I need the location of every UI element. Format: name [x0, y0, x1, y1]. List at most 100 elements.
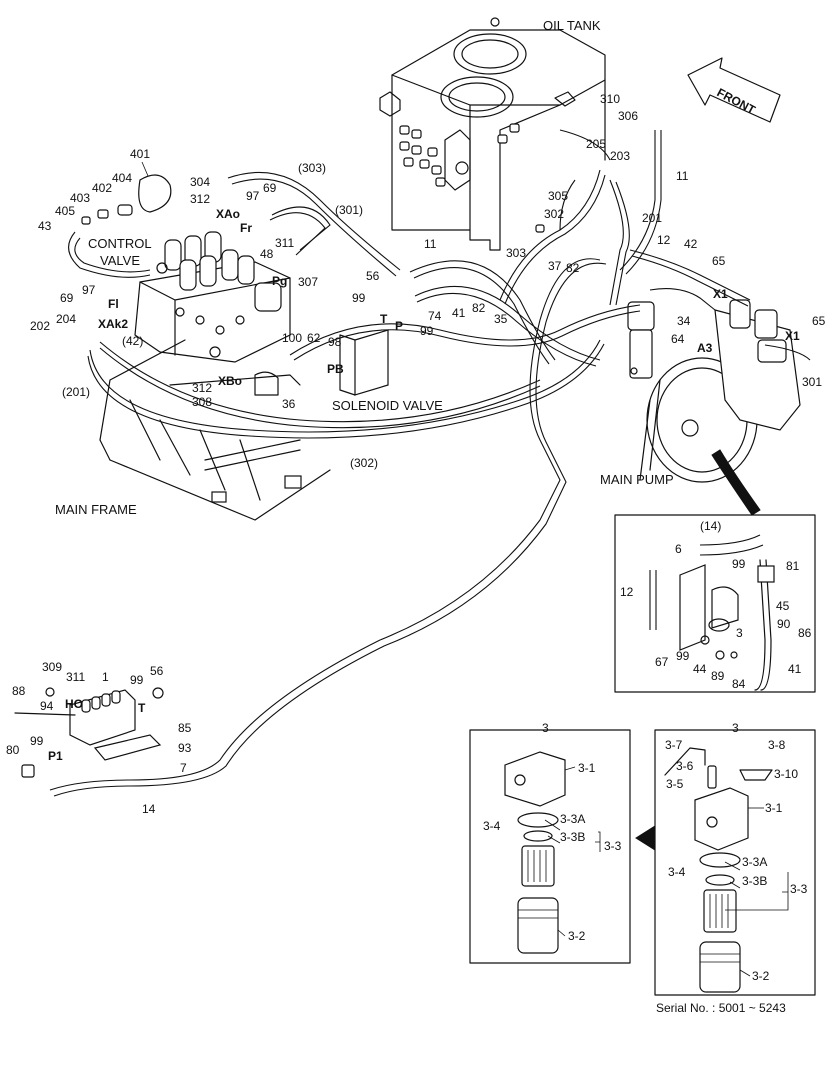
part-number: 81: [786, 559, 800, 573]
part-number: 305: [548, 189, 568, 203]
port-label: T: [138, 701, 146, 715]
hoses: [49, 129, 811, 797]
part-number: (201): [62, 385, 90, 399]
part-number: 401: [130, 147, 150, 161]
part-number: 307: [298, 275, 318, 289]
part-number: 42: [684, 237, 698, 251]
part-number: 35: [494, 312, 508, 326]
part-number: 6: [675, 542, 682, 556]
part-number: 65: [812, 314, 826, 328]
part-number: (14): [700, 519, 721, 533]
part-number: 402: [92, 181, 112, 195]
part-number: 82: [472, 301, 486, 315]
part-number: 99: [130, 673, 144, 687]
main-pump: [639, 299, 801, 516]
leader-lines: [141, 161, 789, 977]
part-number: 3-3: [790, 882, 808, 896]
part-number: 301: [802, 375, 822, 389]
part-number: 84: [732, 677, 746, 691]
part-number: 99: [732, 557, 746, 571]
part-number: (301): [335, 203, 363, 217]
part-number: 65: [712, 254, 726, 268]
part-number: 41: [788, 662, 802, 676]
part-number: 45: [776, 599, 790, 613]
part-number: 99: [30, 734, 44, 748]
part-number: 309: [42, 660, 62, 674]
detail-pointer: [635, 825, 656, 851]
part-number: 303: [506, 246, 526, 260]
part-number: 99: [352, 291, 366, 305]
part-numbers-filter-b: 3 3-7 3-8 3-5 3-6 3-10 3-1 3-4 3-3A 3-3B…: [665, 721, 808, 983]
part-number: 98: [328, 335, 342, 349]
part-number: 312: [190, 192, 210, 206]
part-number: 308: [192, 395, 212, 409]
part-number: 85: [178, 721, 192, 735]
filter-detail-a: [469, 729, 631, 964]
part-number: 97: [246, 189, 260, 203]
part-number: 44: [693, 662, 707, 676]
port-label: X1: [713, 287, 728, 301]
part-number: 89: [711, 669, 725, 683]
pilot-block-ports: [81, 690, 121, 713]
part-number: 3-1: [578, 761, 596, 775]
part-number: 62: [307, 331, 321, 345]
port-label: P: [395, 319, 403, 333]
oil-tank-title: OIL TANK: [543, 18, 601, 33]
part-number: 3-8: [768, 738, 786, 752]
control-valve-title-2: VALVE: [100, 253, 140, 268]
port-label: Fl: [108, 297, 119, 311]
part-number: 302: [544, 207, 564, 221]
part-number: 403: [70, 191, 90, 205]
main-frame-title: MAIN FRAME: [55, 502, 137, 517]
part-number: (302): [350, 456, 378, 470]
part-number: 67: [655, 655, 669, 669]
port-label: PB: [327, 362, 344, 376]
part-number: 310: [600, 92, 620, 106]
part-number: 205: [586, 137, 606, 151]
part-number: 48: [260, 247, 274, 261]
part-number: 94: [40, 699, 54, 713]
part-number: 3-3A: [560, 812, 585, 826]
part-number: 312: [192, 381, 212, 395]
part-number: 82: [566, 261, 580, 275]
port-label: XAo: [216, 207, 240, 221]
part-number: 3: [542, 721, 549, 735]
control-valve-spools: [164, 231, 255, 291]
part-number: 80: [6, 743, 20, 757]
part-number: 88: [12, 684, 26, 698]
part-number: 43: [38, 219, 52, 233]
part-number: 3-2: [568, 929, 586, 943]
part-numbers-main: 401 404 402 403 405 43 304 312 97 69 (30…: [30, 92, 826, 470]
part-number: 201: [642, 211, 662, 225]
part-number: 3-3A: [742, 855, 767, 869]
part-number: 97: [82, 283, 96, 297]
port-label: Fr: [240, 221, 252, 235]
port-label: A3: [697, 341, 713, 355]
part-number: 7: [180, 761, 187, 775]
part-number: 3: [736, 626, 743, 640]
solenoid-valve-title: SOLENOID VALVE: [332, 398, 443, 413]
part-numbers-pilot-block: 309 311 1 56 88 94 99 85 93 80 99 7 14: [6, 660, 192, 816]
part-number: 12: [657, 233, 671, 247]
part-number: 14: [142, 802, 156, 816]
part-number: 3-6: [676, 759, 694, 773]
port-label: HO: [65, 697, 83, 711]
part-number: 404: [112, 171, 132, 185]
port-label: X1: [785, 329, 800, 343]
part-number: 64: [671, 332, 685, 346]
part-number: 11: [424, 237, 437, 251]
part-number: 69: [60, 291, 74, 305]
part-number: 3-7: [665, 738, 683, 752]
port-label: XAk2: [98, 317, 128, 331]
part-number: 93: [178, 741, 192, 755]
part-number: 203: [610, 149, 630, 163]
accumulator: [81, 174, 172, 225]
solenoid-valve: [339, 329, 389, 396]
part-number: 41: [452, 306, 466, 320]
filter-detail-b: [654, 729, 816, 996]
part-number: 37: [548, 259, 562, 273]
part-number: 90: [777, 617, 791, 631]
part-number: 304: [190, 175, 210, 189]
part-number: 34: [677, 314, 691, 328]
